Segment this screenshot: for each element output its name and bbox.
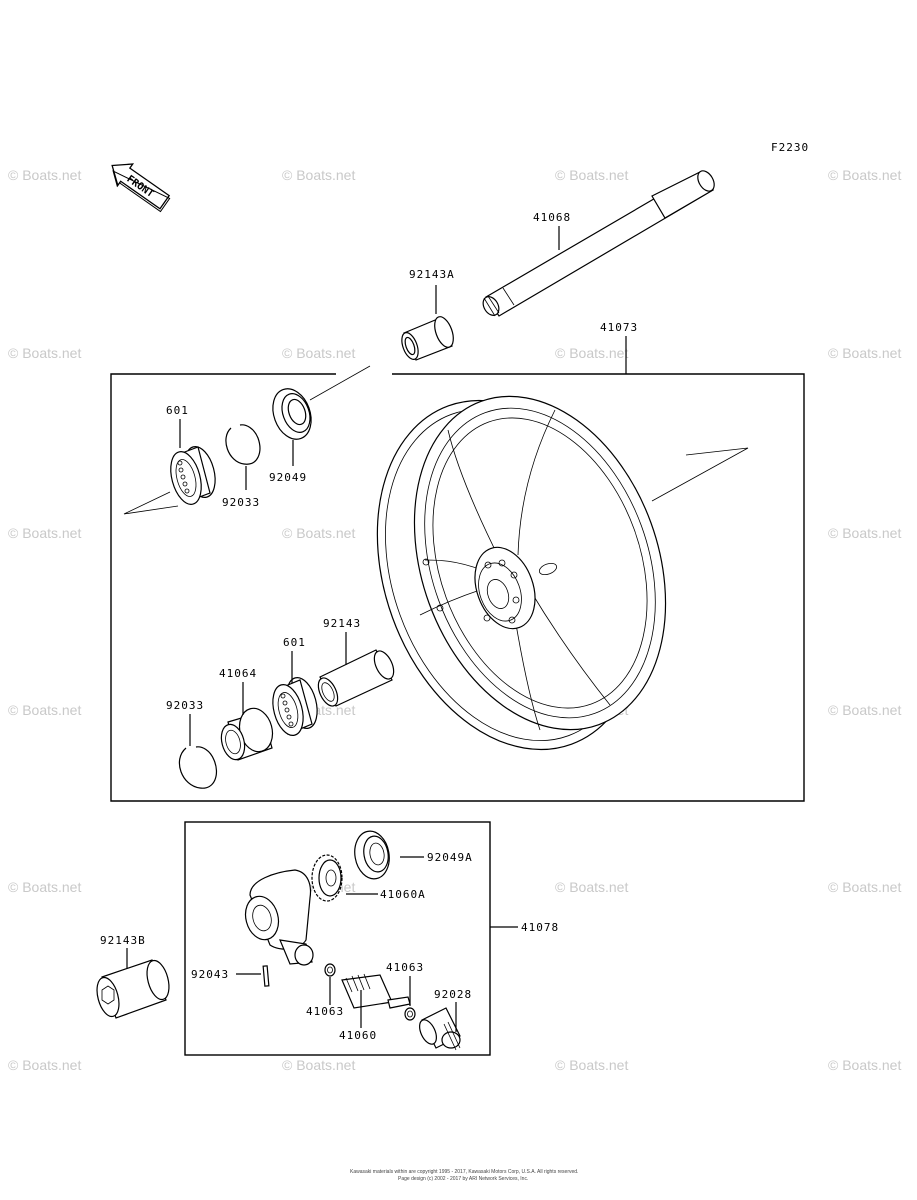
circlip-top-part — [225, 424, 261, 465]
label-axle: 41068 — [533, 211, 571, 224]
oil-seal-a-part — [354, 830, 390, 880]
label-circlip-top: 92033 — [222, 496, 260, 509]
watermark: © Boats.net — [828, 525, 901, 541]
label-collar: 92143 — [323, 617, 361, 630]
watermark: © Boats.net — [828, 702, 901, 718]
bearing-top-part — [170, 446, 216, 505]
label-coupling: 41064 — [219, 667, 257, 680]
watermark: © Boats.net — [8, 879, 81, 895]
watermark: © Boats.net — [282, 345, 355, 361]
watermark: © Boats.net — [828, 879, 901, 895]
watermark: © Boats.net — [555, 345, 628, 361]
watermark: © Boats.net — [282, 525, 355, 541]
watermark: © Boats.net — [8, 525, 81, 541]
figure-code: F2230 — [771, 141, 809, 154]
washer-left-part — [324, 963, 336, 977]
label-collar-b: 92143B — [100, 934, 146, 947]
label-washer-left: 41063 — [306, 1005, 344, 1018]
coupling-part — [220, 707, 274, 761]
label-bearing-bottom: 601 — [283, 636, 306, 649]
watermark: © Boats.net — [8, 167, 81, 183]
collar-b-part — [96, 959, 170, 1019]
label-bearing-top: 601 — [166, 404, 189, 417]
circlip-bottom-part — [178, 746, 218, 789]
collar-a-part — [401, 316, 454, 361]
watermark: © Boats.net — [828, 1057, 901, 1073]
watermark: © Boats.net — [555, 167, 628, 183]
wheel-assembly-box — [110, 373, 805, 802]
watermark: © Boats.net — [555, 879, 628, 895]
label-meter-assy: 41078 — [521, 921, 559, 934]
drive-gear-part — [311, 854, 343, 902]
watermark: © Boats.net — [8, 345, 81, 361]
watermark: © Boats.net — [555, 1057, 628, 1073]
label-pin: 92043 — [191, 968, 229, 981]
label-pinion: 41060 — [339, 1029, 377, 1042]
bearing-bottom-part — [272, 677, 318, 736]
label-wheel: 41073 — [600, 321, 638, 334]
axle-part — [482, 170, 715, 317]
bushing-part — [419, 1007, 461, 1051]
washer-right-part — [404, 1007, 416, 1021]
pinion-gear-part — [341, 973, 411, 1009]
label-collar-a: 92143A — [409, 268, 455, 281]
label-seal-a: 92049A — [427, 851, 473, 864]
meter-assembly-box — [184, 821, 491, 1056]
label-washer-right: 41063 — [386, 961, 424, 974]
front-arrow-icon: FRONT — [111, 163, 171, 213]
label-circlip-bottom: 92033 — [166, 699, 204, 712]
footer-copyright: Kawasaki materials within are copyright … — [350, 1169, 578, 1175]
watermark: © Boats.net — [828, 345, 901, 361]
collar-part — [317, 649, 395, 707]
wheel-part — [376, 395, 667, 751]
oil-seal-part — [272, 388, 312, 440]
pin-part — [262, 965, 270, 987]
label-gear-a: 41060A — [380, 888, 426, 901]
watermark: © Boats.net — [282, 167, 355, 183]
watermark: © Boats.net — [8, 702, 81, 718]
watermark: © Boats.net — [8, 1057, 81, 1073]
watermark: © Boats.net — [282, 1057, 355, 1073]
label-bushing: 92028 — [434, 988, 472, 1001]
footer-design: Page design (c) 2002 - 2017 by ARI Netwo… — [398, 1176, 528, 1182]
gear-housing-part — [244, 869, 314, 966]
label-seal: 92049 — [269, 471, 307, 484]
watermark: © Boats.net — [828, 167, 901, 183]
